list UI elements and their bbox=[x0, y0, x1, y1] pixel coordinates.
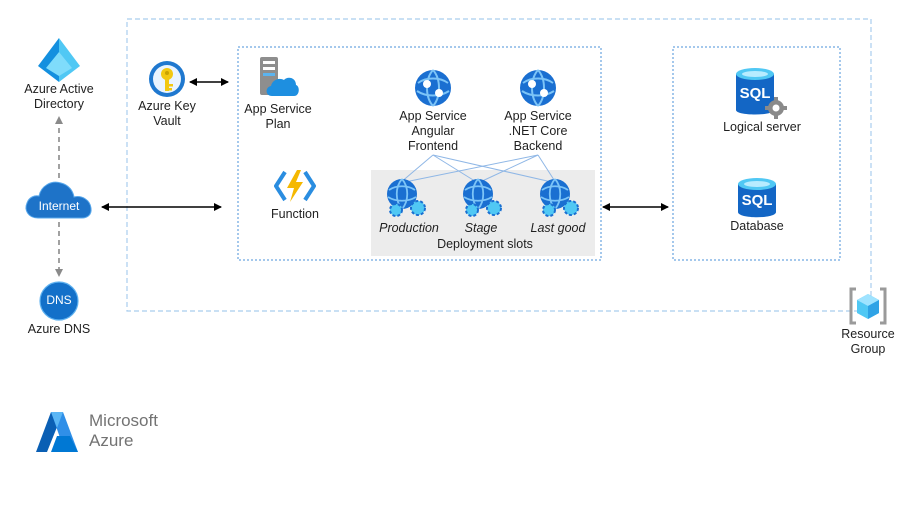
azure-logo-icon bbox=[35, 410, 79, 454]
plan-label-line1: App Service bbox=[244, 102, 312, 116]
resource-group-label: Resource Group bbox=[830, 327, 906, 357]
backend-label-line1: App Service bbox=[504, 109, 572, 123]
resource-group-label-line1: Resource bbox=[841, 327, 895, 341]
production-slot-icon bbox=[386, 178, 430, 220]
frontend-label: App Service Angular Frontend bbox=[383, 109, 483, 154]
key-vault-label-line1: Azure Key bbox=[138, 99, 196, 113]
logical-server-label: Logical server bbox=[723, 120, 801, 134]
sql-database-icon-text: SQL bbox=[741, 192, 773, 209]
internet-label: Internet bbox=[38, 199, 80, 213]
key-vault-icon bbox=[148, 60, 186, 98]
frontend-label-line3: Frontend bbox=[407, 139, 459, 153]
frontend-globe-icon bbox=[414, 69, 452, 107]
internet-cloud-icon bbox=[24, 176, 94, 220]
function-icon bbox=[274, 168, 316, 204]
resource-group-label-line2: Group bbox=[850, 342, 886, 356]
app-service-plan-icon bbox=[256, 56, 300, 98]
resource-group-boundary bbox=[126, 18, 872, 312]
brand-microsoft: Microsoft bbox=[89, 411, 158, 430]
production-slot-label: Production bbox=[379, 221, 439, 235]
app-service-plan-label: App Service Plan bbox=[240, 102, 316, 132]
key-vault-label-line2: Vault bbox=[153, 114, 181, 128]
stage-slot-label: Stage bbox=[464, 221, 498, 235]
slot-connectors bbox=[399, 154, 557, 184]
frontend-label-line2: Angular bbox=[411, 124, 455, 138]
brand-wordmark: Microsoft Azure bbox=[89, 411, 158, 451]
aad-icon bbox=[38, 38, 80, 82]
aad-label-line1: Azure Active bbox=[24, 82, 94, 96]
dns-label: Azure DNS bbox=[27, 322, 91, 336]
sql-logical-server-icon bbox=[734, 66, 790, 120]
last-good-slot-label: Last good bbox=[530, 221, 586, 235]
dns-icon bbox=[39, 281, 79, 321]
sql-logical-icon-text: SQL bbox=[739, 85, 771, 102]
aad-label: Azure Active Directory bbox=[10, 82, 108, 112]
backend-label-line2: .NET Core bbox=[508, 124, 568, 138]
backend-label: App Service .NET Core Backend bbox=[488, 109, 588, 154]
plan-label-line2: Plan bbox=[265, 117, 291, 131]
brand-azure: Azure bbox=[89, 431, 134, 450]
last-good-slot-icon bbox=[539, 178, 583, 220]
key-vault-label: Azure Key Vault bbox=[124, 99, 210, 129]
deployment-slots-caption: Deployment slots bbox=[437, 237, 533, 251]
backend-label-line3: Backend bbox=[513, 139, 563, 153]
sql-database-icon bbox=[736, 177, 778, 219]
frontend-label-line1: App Service bbox=[399, 109, 467, 123]
app-service-boundary bbox=[237, 46, 602, 261]
stage-slot-icon bbox=[462, 178, 506, 220]
data-tier-boundary bbox=[672, 46, 841, 261]
database-label: Database bbox=[730, 219, 784, 233]
aad-label-line2: Directory bbox=[33, 97, 84, 111]
resource-group-icon bbox=[848, 287, 888, 325]
dns-icon-text: DNS bbox=[46, 293, 72, 307]
function-label: Function bbox=[271, 207, 319, 221]
backend-globe-icon bbox=[519, 69, 557, 107]
